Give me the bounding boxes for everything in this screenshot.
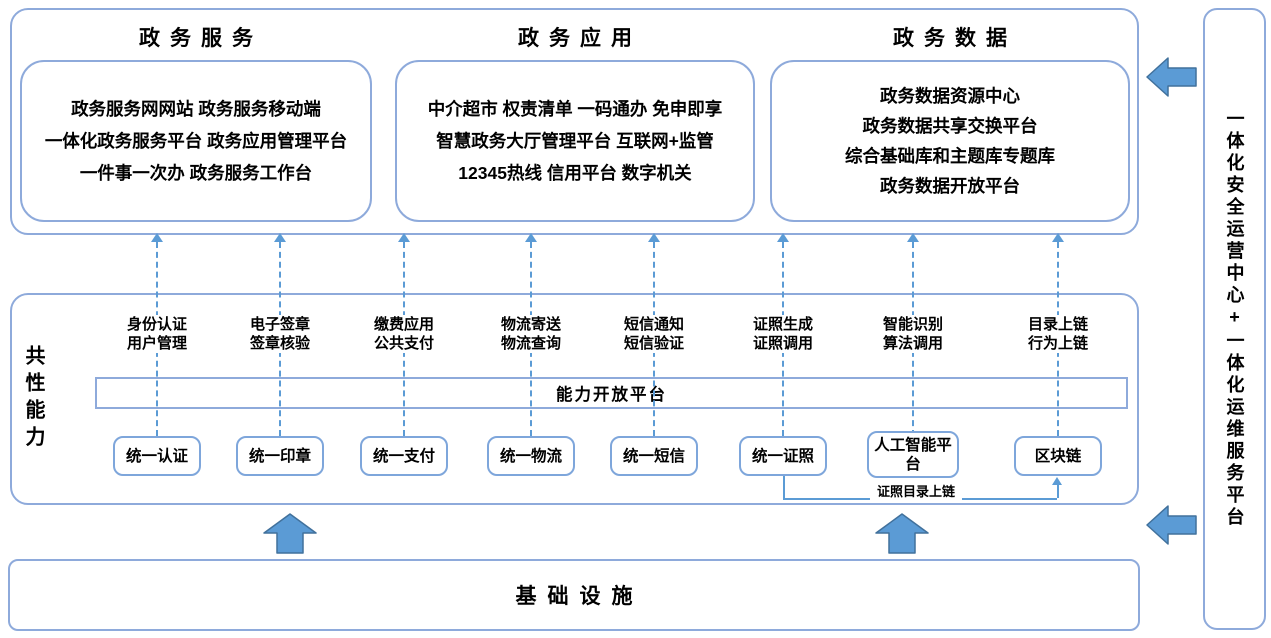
- gov-application-line: 智慧政务大厅管理平台 互联网+监管: [436, 131, 714, 151]
- dashed-up-arrow-icon: [398, 233, 410, 242]
- unified-logistics-box: 统一物流: [487, 436, 575, 476]
- capability-label: 证照生成 证照调用: [722, 315, 844, 353]
- section-title-gov-application: 政务应用: [518, 27, 642, 50]
- unified-license-box: 统一证照: [739, 436, 827, 476]
- capability-label: 短信通知 短信验证: [593, 315, 715, 353]
- dashed-up-arrow-icon: [525, 233, 537, 242]
- up-arrow-icon: [263, 513, 317, 554]
- dashed-up-arrow-icon: [777, 233, 789, 242]
- gov-application-line: 12345热线 信用平台 数字机关: [458, 163, 692, 183]
- section-title-gov-data: 政务数据: [893, 27, 1017, 50]
- infrastructure-box: 基础设施: [8, 559, 1140, 631]
- gov-data-line: 综合基础库和主题库专题库: [845, 146, 1055, 166]
- ai-platform-box: 人工智能平台: [867, 431, 959, 478]
- capability-open-platform-bar: 能力开放平台: [95, 377, 1128, 409]
- dashed-up-arrow-icon: [274, 233, 286, 242]
- gov-application-line: 中介超市 权责清单 一码通办 免申即享: [427, 99, 723, 119]
- connector-line: [783, 476, 785, 498]
- gov-data-line: 政务数据开放平台: [880, 176, 1020, 196]
- gov-service-line: 政务服务网网站 政务服务移动端: [71, 99, 321, 119]
- capability-label: 缴费应用 公共支付: [343, 315, 465, 353]
- unified-payment-box: 统一支付: [360, 436, 448, 476]
- section-title-gov-service: 政务服务: [139, 27, 263, 50]
- blockchain-box: 区块链: [1014, 436, 1102, 476]
- capability-label: 身份认证 用户管理: [96, 315, 218, 353]
- unified-seal-box: 统一印章: [236, 436, 324, 476]
- capability-label: 智能识别 算法调用: [852, 315, 974, 353]
- unified-sms-box: 统一短信: [610, 436, 698, 476]
- gov-data-line: 政务数据资源中心: [880, 86, 1020, 106]
- infrastructure-label: 基础设施: [515, 585, 644, 608]
- dashed-up-arrow-icon: [907, 233, 919, 242]
- capability-label: 目录上链 行为上链: [997, 315, 1119, 353]
- top-container: 政务服务 政务应用 政务数据 政务服务网网站 政务服务移动端 一体化政务服务平台…: [10, 8, 1139, 235]
- capability-label: 电子签章 签章核验: [219, 315, 341, 353]
- sidebar-ops-platform: 一体化安全运营中心+一体化运维服务平台: [1203, 8, 1266, 630]
- sidebar-label: 一体化安全运营中心+一体化运维服务平台: [1224, 109, 1245, 529]
- left-arrow-icon: [1146, 505, 1197, 545]
- connector-line: [1057, 484, 1059, 498]
- gov-service-line: 一体化政务服务平台 政务应用管理平台: [44, 131, 348, 151]
- gov-service-box: 政务服务网网站 政务服务移动端 一体化政务服务平台 政务应用管理平台 一件事一次…: [20, 60, 372, 222]
- connector-up-arrow-icon: [1052, 477, 1062, 485]
- gov-data-line: 政务数据共享交换平台: [862, 116, 1038, 136]
- up-arrow-icon: [875, 513, 929, 554]
- unified-auth-box: 统一认证: [113, 436, 201, 476]
- gov-application-box: 中介超市 权责清单 一码通办 免申即享 智慧政务大厅管理平台 互联网+监管 12…: [395, 60, 755, 222]
- gov-service-line: 一件事一次办 政务服务工作台: [79, 163, 313, 183]
- capability-label: 物流寄送 物流查询: [470, 315, 592, 353]
- gov-data-box: 政务数据资源中心 政务数据共享交换平台 综合基础库和主题库专题库 政务数据开放平…: [770, 60, 1130, 222]
- connector-label: 证照目录上链: [869, 483, 963, 500]
- common-capability-label: 共性能力: [22, 345, 44, 453]
- dashed-up-arrow-icon: [648, 233, 660, 242]
- left-arrow-icon: [1146, 57, 1197, 97]
- dashed-up-arrow-icon: [1052, 233, 1064, 242]
- dashed-up-arrow-icon: [151, 233, 163, 242]
